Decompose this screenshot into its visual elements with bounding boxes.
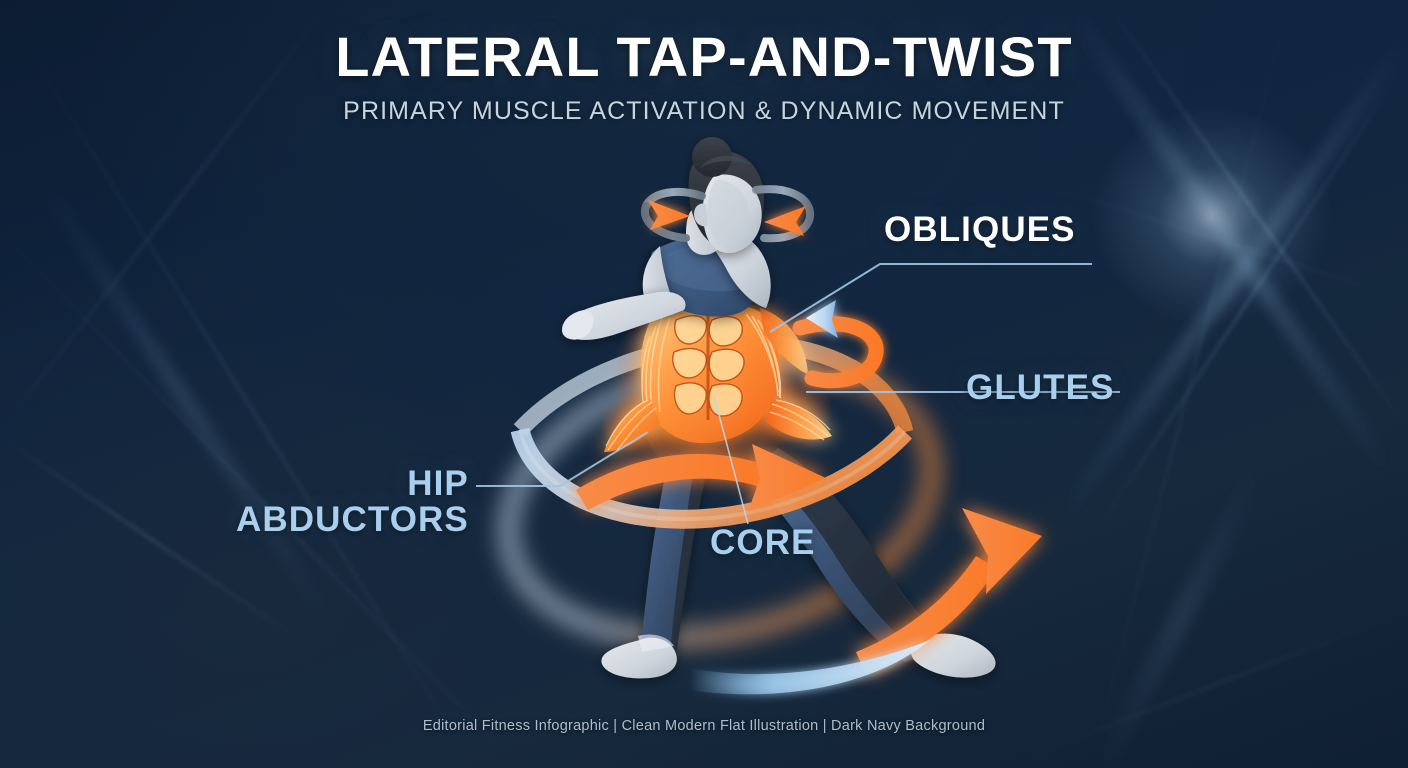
footnote-caption: Editorial Fitness Infographic | Clean Mo… xyxy=(422,718,986,734)
leader-line-hip xyxy=(476,431,649,487)
extended-arm xyxy=(562,291,686,340)
page-title: LATERAL TAP-AND-TWIST xyxy=(335,25,1073,88)
callout-text-glutes: GLUTES xyxy=(966,368,1115,407)
bottom-swoosh xyxy=(690,640,930,695)
page-subtitle: PRIMARY MUSCLE ACTIVATION & DYNAMIC MOVE… xyxy=(343,96,1065,125)
header: LATERAL TAP-AND-TWIST PRIMARY MUSCLE ACT… xyxy=(0,0,1408,126)
head-and-neck xyxy=(686,137,765,255)
callout-label-obliques: OBLIQUES xyxy=(884,212,1076,248)
callout-text-obliques: OBLIQUES xyxy=(884,210,1076,249)
torso-twist-arrow xyxy=(792,300,884,389)
callout-label-core: CORE xyxy=(710,525,816,561)
front-leg xyxy=(601,420,716,679)
callout-label-hip-abductors: HIP ABDUCTORS xyxy=(236,466,469,537)
rotation-arrowhead-left xyxy=(648,200,690,230)
leader-line-obliques xyxy=(769,263,1092,333)
rotation-arrowhead-right xyxy=(764,206,806,236)
core-muscle-anatomy xyxy=(604,301,832,453)
shoulder-rotation-arrows xyxy=(640,185,815,243)
leg-tap-arrow xyxy=(856,508,1042,674)
leader-line-core xyxy=(713,395,749,525)
hip-sweep-arrow xyxy=(576,444,826,512)
orbit-ring-front xyxy=(510,425,912,529)
callout-text-core: CORE xyxy=(710,523,816,562)
callout-text-hip: HIP xyxy=(407,464,469,503)
callout-text-abductors: ABDUCTORS xyxy=(236,499,469,539)
callout-label-glutes: GLUTES xyxy=(966,370,1115,406)
